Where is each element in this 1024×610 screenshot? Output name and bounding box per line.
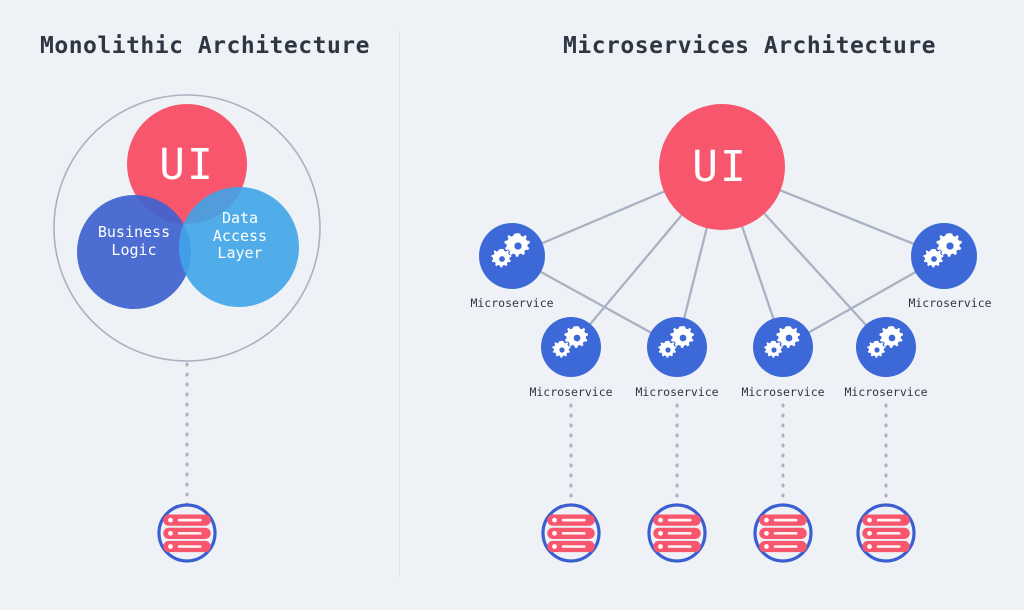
service-label-ms-1: Microservice bbox=[529, 385, 613, 399]
monolith-group bbox=[53, 94, 321, 563]
service-label-ms-left: Microservice bbox=[470, 296, 554, 310]
service-label-ms-2: Microservice bbox=[635, 385, 719, 399]
database-node-db-1[interactable] bbox=[541, 503, 601, 563]
service-label-ms-4: Microservice bbox=[844, 385, 928, 399]
page-title-microservices: Microservices Architecture bbox=[563, 33, 937, 59]
service-node-ms-2[interactable] bbox=[647, 317, 707, 377]
db-connectors bbox=[569, 403, 888, 505]
database-node-db-3[interactable] bbox=[753, 503, 813, 563]
database-node-db-4[interactable] bbox=[856, 503, 916, 563]
service-node-ms-right[interactable] bbox=[911, 223, 977, 289]
service-node-ms-1[interactable] bbox=[541, 317, 601, 377]
service-label-ms-right: Microservice bbox=[908, 296, 992, 310]
monolith-venn bbox=[77, 104, 299, 309]
monolith-outer-boundary bbox=[53, 94, 321, 362]
service-label-ms-3: Microservice bbox=[741, 385, 825, 399]
database-node-db-2[interactable] bbox=[647, 503, 707, 563]
service-node-ms-4[interactable] bbox=[856, 317, 916, 377]
page-title-monolithic: Monolithic Architecture bbox=[40, 33, 370, 59]
service-node-ms-left[interactable] bbox=[479, 223, 545, 289]
venn-circle-data-access bbox=[179, 187, 299, 307]
panel-divider bbox=[399, 30, 400, 578]
microservices-group bbox=[479, 104, 977, 563]
venn-circle-business-logic bbox=[77, 195, 191, 309]
microservices-ui-node[interactable] bbox=[659, 104, 785, 230]
monolith-database[interactable] bbox=[157, 503, 217, 563]
service-node-ms-3[interactable] bbox=[753, 317, 813, 377]
